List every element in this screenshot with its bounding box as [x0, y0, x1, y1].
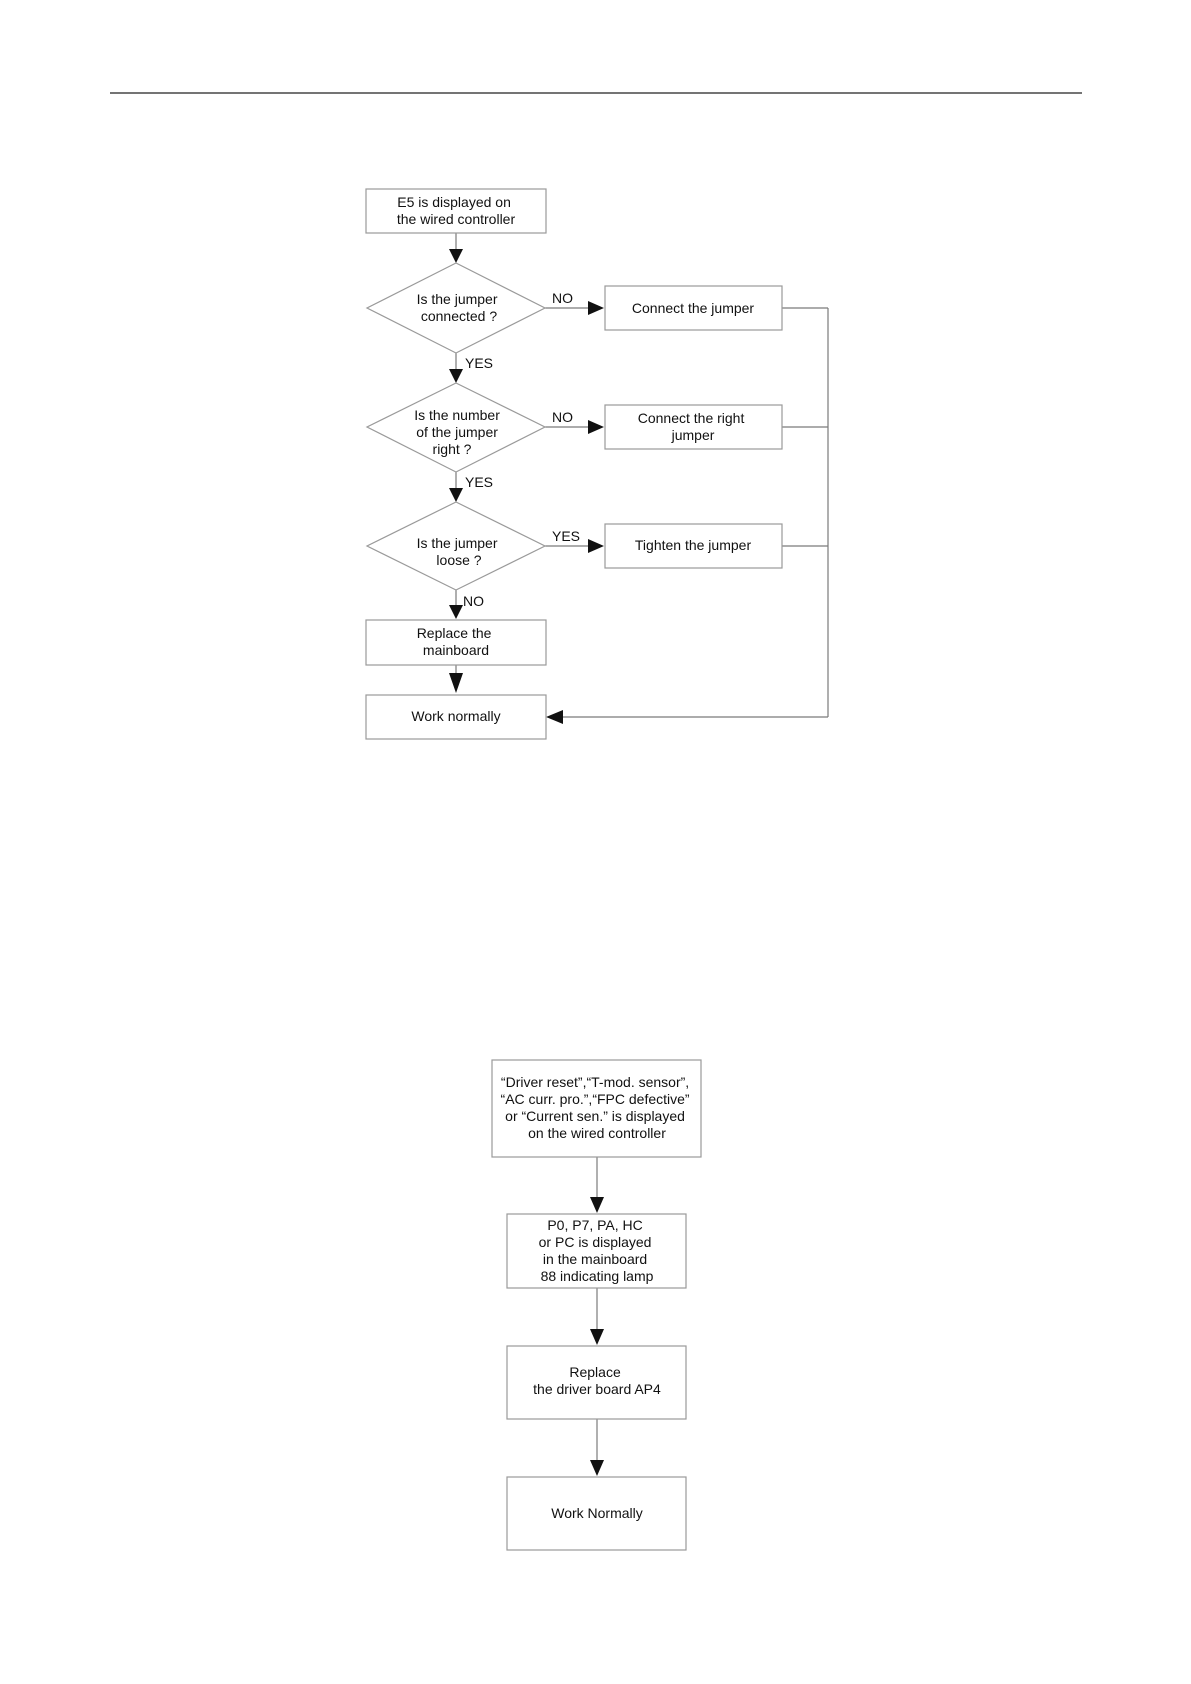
arrow-head: [449, 249, 463, 263]
action-connect-right-jumper: [604, 404, 783, 450]
arrow-head: [449, 673, 463, 693]
label-yes: YES: [552, 528, 580, 544]
c2-replace-box: [506, 1345, 687, 1420]
decision-jumper-loose-text: Is the jumper loose ?: [417, 535, 502, 568]
label-no: NO: [463, 593, 484, 609]
c2-work-normally-box: [506, 1476, 687, 1551]
arrow-head: [546, 710, 563, 724]
arrow-head: [449, 488, 463, 502]
arrow-head: [590, 1197, 604, 1213]
work-normally-box: [365, 694, 547, 740]
arrow-head: [449, 369, 463, 383]
arrow-head: [588, 301, 604, 315]
arrow-head: [449, 605, 463, 619]
c2-replace-text: Replace the driver board AP4: [533, 1364, 661, 1397]
arrow-head: [590, 1329, 604, 1345]
arrow-head: [588, 420, 604, 434]
replace-mainboard-text: Replace the mainboard: [417, 625, 496, 658]
decision-jumper-number-text: Is the number of the jumper right ?: [414, 407, 504, 457]
label-no: NO: [552, 290, 573, 306]
label-yes: YES: [465, 355, 493, 371]
decision-jumper-loose: [365, 501, 547, 591]
arrow-head: [590, 1460, 604, 1476]
decision-jumper-connected-text: Is the jumper connected ?: [417, 291, 502, 324]
action-tighten-jumper-text: Tighten the jumper: [635, 537, 752, 553]
start-box-text: E5 is displayed on the wired controller: [397, 194, 516, 227]
replace-mainboard-box: [365, 619, 547, 666]
c2-work-normally-text: Work Normally: [551, 1505, 643, 1521]
c2-start-box: [491, 1059, 702, 1158]
c2-check-box: [506, 1213, 687, 1289]
start-box: [365, 188, 547, 234]
label-no: NO: [552, 409, 573, 425]
work-normally-text: Work normally: [411, 708, 500, 724]
action-tighten-jumper: [604, 523, 783, 569]
flowchart-e5: E5 is displayed on the wired controller …: [365, 188, 829, 740]
action-connect-jumper-text: Connect the jumper: [632, 300, 755, 316]
decision-jumper-number: [365, 382, 547, 473]
action-connect-right-jumper-text: Connect the right jumper: [638, 410, 749, 443]
action-connect-jumper: [604, 285, 783, 331]
c2-check-text: P0, P7, PA, HC or PC is displayed in the…: [539, 1217, 656, 1284]
flowchart-driver-board: “Driver reset”,“T-mod. sensor”, “AC curr…: [491, 1059, 702, 1551]
label-yes: YES: [465, 474, 493, 490]
decision-jumper-connected: [365, 262, 547, 354]
c2-start-text: “Driver reset”,“T-mod. sensor”, “AC curr…: [501, 1074, 694, 1141]
arrow-head: [588, 539, 604, 553]
